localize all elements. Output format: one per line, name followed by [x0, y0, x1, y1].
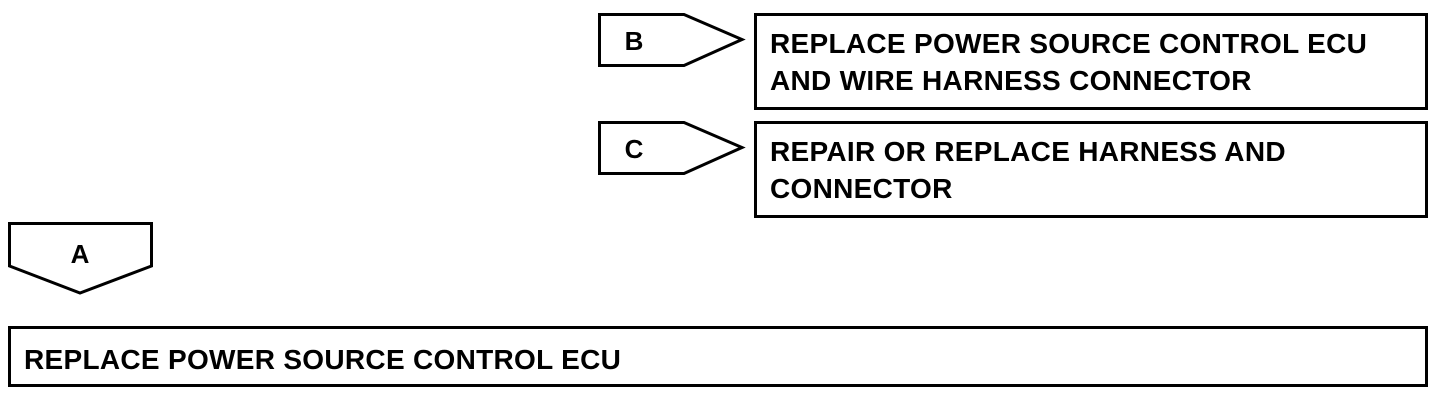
branch-b-action-box: REPLACE POWER SOURCE CONTROL ECU AND WIR… [754, 13, 1428, 110]
branch-c-action-box: REPAIR OR REPLACE HARNESS AND CONNECTOR [754, 121, 1428, 218]
branch-b-tag: B [624, 26, 644, 56]
branch-c-tag: C [624, 134, 644, 164]
branch-c-arrow [598, 121, 746, 175]
main-path-a-arrow [8, 222, 153, 295]
main-path-action-box: REPLACE POWER SOURCE CONTROL ECU [8, 326, 1428, 387]
branch-b-action-text: REPLACE POWER SOURCE CONTROL ECU AND WIR… [770, 28, 1368, 96]
main-path-action-text: REPLACE POWER SOURCE CONTROL ECU [24, 344, 622, 375]
branch-c-action-text: REPAIR OR REPLACE HARNESS AND CONNECTOR [770, 136, 1286, 204]
branch-b-arrow [598, 13, 746, 67]
main-path-a-tag: A [70, 239, 90, 269]
